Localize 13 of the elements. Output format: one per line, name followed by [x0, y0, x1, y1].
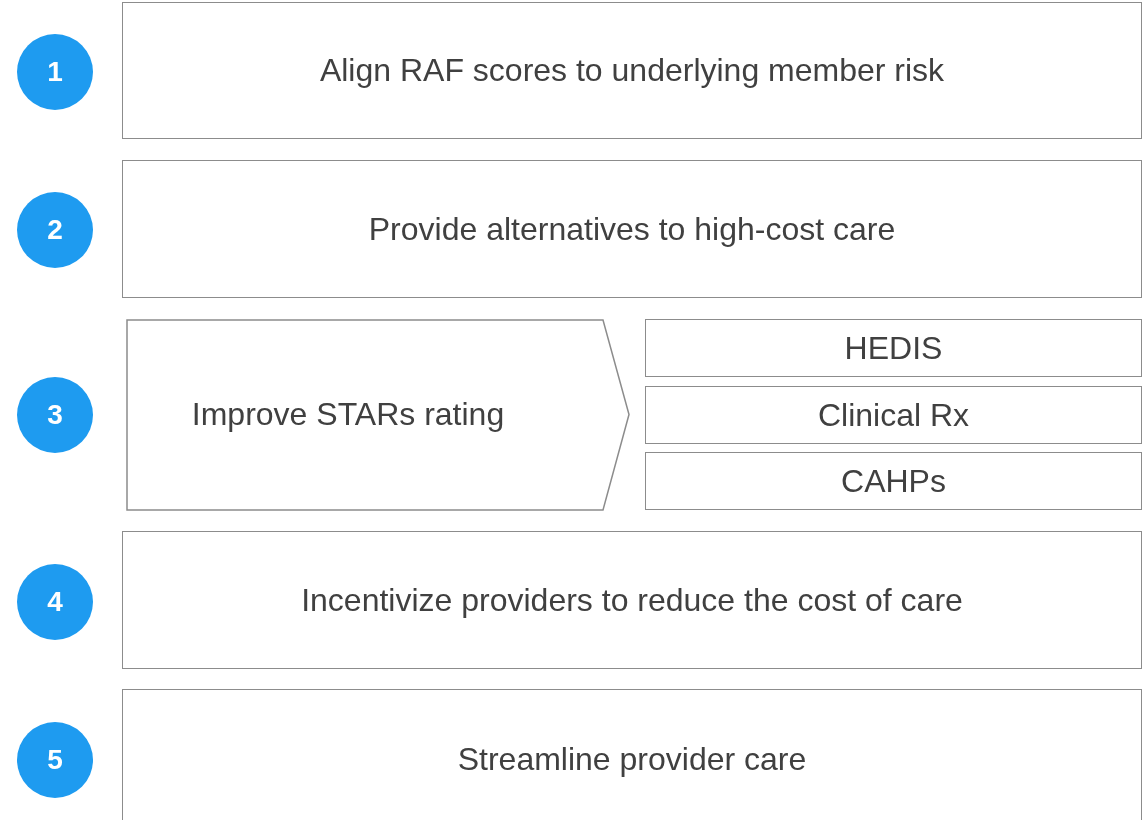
- measure-box: HEDIS: [645, 319, 1142, 377]
- goal-box: Align RAF scores to underlying member risk: [122, 2, 1142, 139]
- step-number-badge: 2: [17, 192, 93, 268]
- measure-box: Clinical Rx: [645, 386, 1142, 444]
- step-number-badge: 5: [17, 722, 93, 798]
- step-number-badge: 1: [17, 34, 93, 110]
- goal-box: Incentivize providers to reduce the cost of care: [122, 531, 1142, 669]
- goal-box: Streamline provider care: [122, 689, 1142, 820]
- measure-box: CAHPs: [645, 452, 1142, 510]
- goal-box: Provide alternatives to high-cost care: [122, 160, 1142, 298]
- goal-text: Improve STARs rating: [190, 395, 506, 435]
- step-number-badge: 4: [17, 564, 93, 640]
- step-number-badge: 3: [17, 377, 93, 453]
